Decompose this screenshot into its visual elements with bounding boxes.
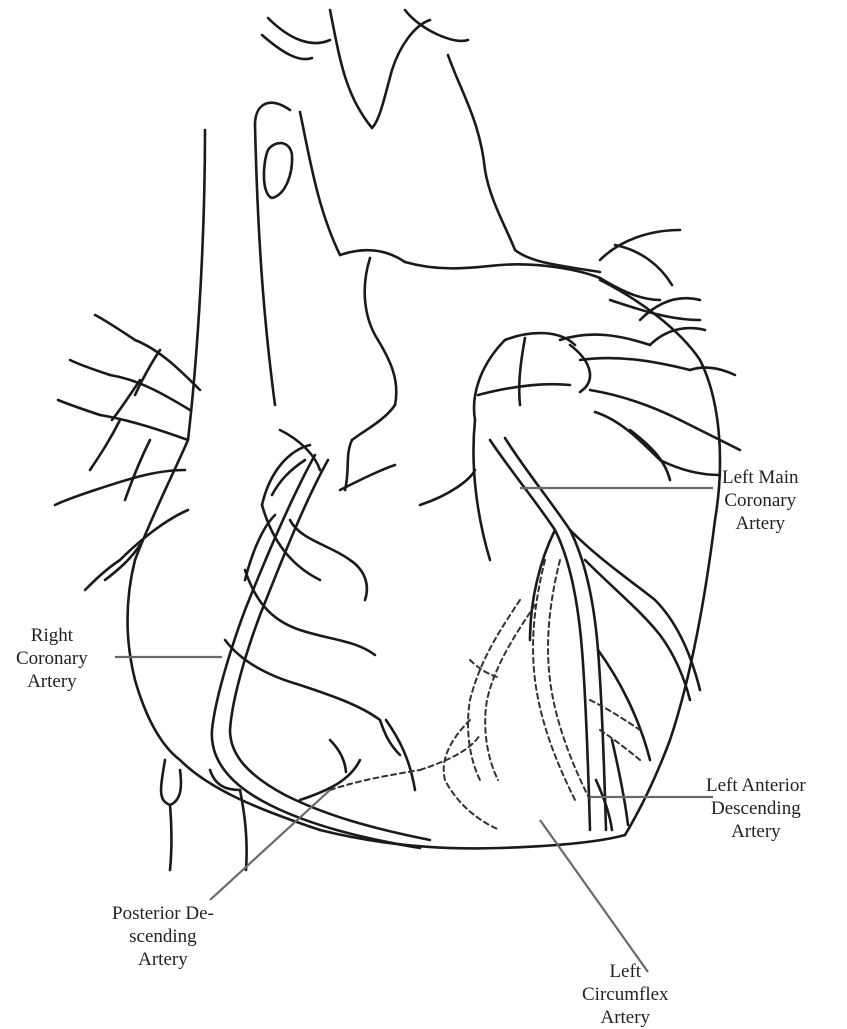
heart-outline [55,10,740,870]
label-line: Artery [706,820,806,843]
label-line: Coronary [16,647,88,670]
label-line: Artery [112,948,214,971]
label-line: Descending [706,797,806,820]
label-line: Posterior De- [112,902,214,925]
label-line: Artery [16,670,88,693]
label-line: Coronary [722,489,799,512]
label-posterior-descending: Posterior De- scending Artery [112,902,214,971]
label-line: Left Anterior [706,774,806,797]
leader-posterior [210,790,330,900]
label-line: Left [582,960,669,983]
label-line: scending [112,925,214,948]
leader-circumflex [540,820,648,972]
posterior-vessels-dashed [330,560,640,830]
label-line: Left Main [722,466,799,489]
label-line: Right [16,624,88,647]
label-left-main-coronary: Left Main Coronary Artery [722,466,799,535]
label-line: Artery [582,1006,669,1029]
label-line: Circumflex [582,983,669,1006]
label-right-coronary: Right Coronary Artery [16,624,88,693]
label-left-circumflex: Left Circumflex Artery [582,960,669,1029]
label-line: Artery [722,512,799,535]
label-left-anterior-descending: Left Anterior Descending Artery [706,774,806,843]
